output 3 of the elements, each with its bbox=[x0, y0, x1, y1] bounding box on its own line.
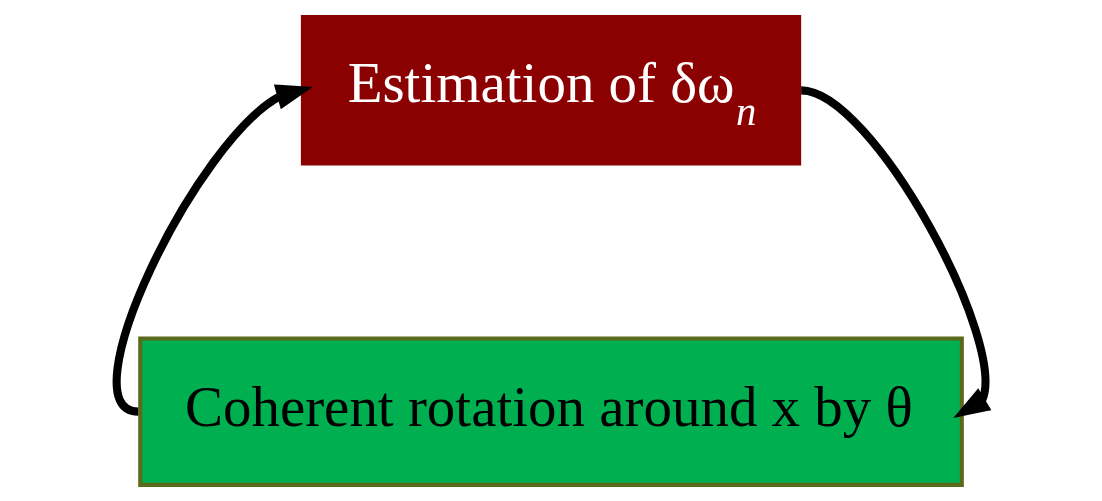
node-box: Estimation of δω$_{n}$ bbox=[300, 14, 802, 166]
node-box: Coherent rotation around x by θ bbox=[138, 335, 964, 487]
arrow bbox=[800, 85, 992, 418]
